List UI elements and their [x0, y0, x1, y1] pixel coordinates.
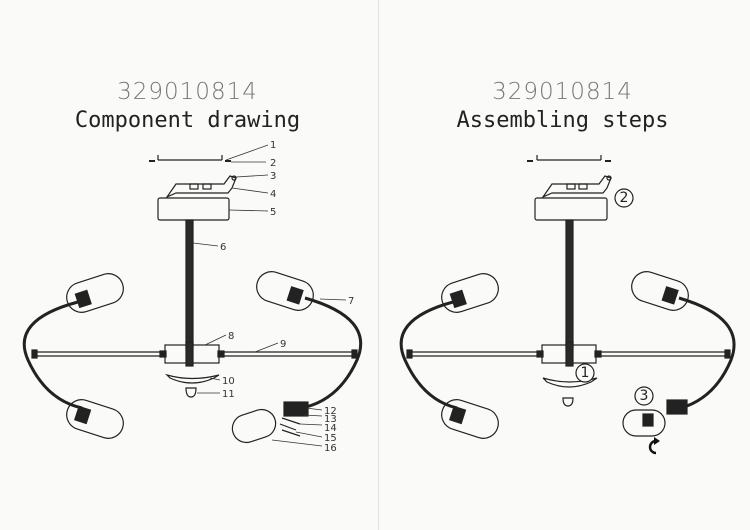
curved-arm-left	[22, 300, 83, 410]
panel-heading: Component drawing	[74, 108, 301, 133]
callout-12: 12	[324, 406, 337, 417]
component-drawing: 1 2 3 4 5 6 7 8 9 10 11 12 13 14 15 16	[22, 140, 363, 454]
callout-4: 4	[270, 189, 276, 200]
page-fold	[378, 0, 379, 530]
assembling-steps-panel: 329010814 Assembling steps	[375, 0, 750, 530]
callout-10: 10	[222, 376, 235, 387]
callout-9: 9	[280, 339, 286, 350]
model-number: 329010814	[117, 79, 258, 105]
finial	[185, 387, 197, 398]
lamp-holder-bottom-right	[666, 399, 688, 415]
svg-text:3: 3	[640, 388, 649, 404]
lamp-shade-top-right	[256, 271, 314, 311]
callout-3: 3	[270, 171, 276, 182]
lamp-shade-top-left	[66, 273, 124, 313]
step-marker-3: 3	[634, 386, 654, 406]
curved-arm-right	[304, 296, 363, 409]
callout-13: 13	[324, 414, 337, 425]
model-number: 329010814	[492, 79, 633, 105]
bottom-cover	[542, 377, 598, 388]
assembly-drawing: 1 2 3	[399, 155, 736, 455]
callout-16: 16	[324, 443, 337, 454]
lamp-shade-detached	[622, 409, 666, 437]
horizontal-arms	[406, 349, 731, 359]
step-marker-2: 2	[614, 188, 634, 208]
mounting-bracket	[527, 155, 611, 162]
curved-arm-right	[678, 296, 736, 410]
curved-arm-left	[399, 300, 458, 410]
callout-5: 5	[270, 207, 276, 218]
panel-heading: Assembling steps	[456, 108, 669, 133]
step-marker-1: 1	[575, 363, 595, 383]
canopy	[157, 197, 230, 221]
callout-6: 6	[220, 242, 226, 253]
center-rod	[565, 219, 574, 349]
center-rod	[185, 219, 194, 349]
callout-11: 11	[222, 389, 235, 400]
lamp-shade-exploded	[231, 401, 309, 444]
callout-8: 8	[228, 331, 234, 342]
lamp-shade-top-left	[441, 273, 499, 313]
lamp-shade-bottom-left	[441, 399, 499, 439]
mounting-bracket	[149, 155, 231, 162]
canopy	[534, 197, 608, 221]
callout-1: 1	[270, 140, 276, 151]
callout-2: 2	[270, 158, 276, 169]
callout-7: 7	[348, 296, 354, 307]
component-drawing-panel: 329010814 Component drawing	[22, 79, 363, 454]
callout-15: 15	[324, 433, 337, 444]
finial	[562, 397, 574, 407]
svg-text:1: 1	[581, 365, 590, 381]
rotate-arrow-icon	[648, 437, 660, 455]
lamp-shade-bottom-left	[66, 399, 124, 439]
lamp-shade-top-right	[631, 271, 689, 311]
horizontal-arms	[31, 349, 358, 359]
callout-14: 14	[324, 423, 337, 434]
bottom-cover	[164, 373, 220, 384]
svg-text:2: 2	[620, 190, 629, 206]
terminal-block	[541, 175, 612, 199]
terminal-block	[165, 175, 237, 199]
